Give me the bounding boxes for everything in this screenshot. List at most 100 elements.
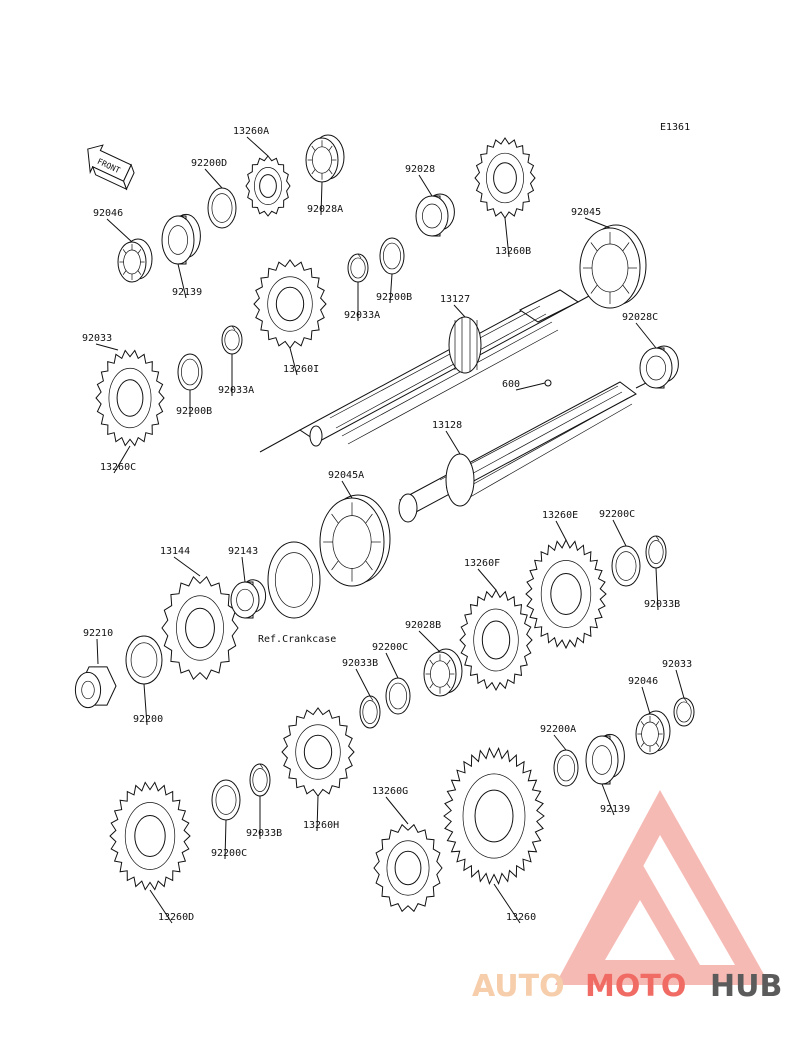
leader-line xyxy=(341,480,353,499)
leader-line xyxy=(493,883,521,924)
part-label-92045: 92045 xyxy=(571,207,601,218)
part-label-92033: 92033 xyxy=(82,333,112,344)
leader-line xyxy=(224,819,227,860)
part-92028c-collar xyxy=(639,345,679,389)
part-label-13260e: 13260E xyxy=(542,510,578,521)
part-13144-gear xyxy=(161,575,239,681)
shaft-13128 xyxy=(398,375,661,523)
part-label-92143: 92143 xyxy=(228,546,258,557)
part-label-92028c: 92028C xyxy=(622,312,658,323)
leader-line xyxy=(553,734,567,751)
part-label-92033b: 92033B xyxy=(342,658,378,669)
part-92033bb-ring xyxy=(359,695,381,729)
leader-line xyxy=(95,343,119,351)
ref-crankcase-note: Ref.Crankcase xyxy=(258,634,336,645)
part-label-92200c: 92200C xyxy=(211,848,247,859)
part-label-13260: 13260 xyxy=(506,912,536,923)
part-label-92200c: 92200C xyxy=(599,509,635,520)
leader-line xyxy=(477,568,497,591)
leader-line xyxy=(418,630,441,653)
part-92033aa-ring xyxy=(347,253,369,283)
part-92028a-bearing xyxy=(305,134,345,183)
part-label-13144: 13144 xyxy=(160,546,190,557)
part-label-92033b: 92033B xyxy=(246,828,282,839)
part-13260d-gear xyxy=(109,781,191,891)
leader-line xyxy=(612,519,627,547)
part-92143b-collar xyxy=(230,579,267,619)
part-label-92210: 92210 xyxy=(83,628,113,639)
part-92033ba-ring xyxy=(645,535,667,569)
leader-line xyxy=(241,556,246,583)
diagram-code: E1361 xyxy=(660,122,690,133)
watermark-brand-hub: HUB xyxy=(710,969,782,1004)
leader-line xyxy=(106,218,133,243)
part-label-92045a: 92045A xyxy=(328,470,364,481)
leader-line xyxy=(418,174,433,197)
leader-line xyxy=(601,783,615,816)
part-13260g-gear xyxy=(373,823,443,913)
part-label-600: 600 xyxy=(502,379,520,390)
part-label-92033b: 92033B xyxy=(644,599,680,610)
part-92200ba-ring xyxy=(379,237,405,275)
leader-line xyxy=(641,686,651,715)
part-92200d-ring xyxy=(207,187,237,229)
part-label-92200b: 92200B xyxy=(176,406,212,417)
leader-line xyxy=(355,668,371,697)
bullet-600-icon xyxy=(544,379,552,387)
part-92046b-bearing xyxy=(635,710,671,755)
part-label-13260f: 13260F xyxy=(464,558,500,569)
watermark-brand-moto: MOTO xyxy=(585,969,686,1004)
part-label-13260c: 13260C xyxy=(100,462,136,473)
part-label-92033a: 92033A xyxy=(218,385,254,396)
part-label-13260b: 13260B xyxy=(495,246,531,257)
part-label-92200a: 92200A xyxy=(540,724,576,735)
leader-line xyxy=(289,347,298,376)
part-label-92139: 92139 xyxy=(600,804,630,815)
front-arrow-icon: FRONT xyxy=(87,144,135,191)
leader-line xyxy=(385,652,399,679)
leader-line xyxy=(113,445,131,474)
leader-line xyxy=(453,304,466,318)
part-label-92046: 92046 xyxy=(628,676,658,687)
part-92045a-bearing xyxy=(319,494,391,587)
gear-group xyxy=(74,134,695,913)
part-label-92200b: 92200B xyxy=(376,292,412,303)
part-label-13260a: 13260A xyxy=(233,126,269,137)
part-13260b-gear xyxy=(474,137,536,219)
part-92033b-ring xyxy=(673,697,695,727)
part-label-92033: 92033 xyxy=(662,659,692,670)
leader-line xyxy=(675,669,685,699)
part-92046a-bearing xyxy=(117,238,153,283)
part-13260a-gear xyxy=(245,155,291,217)
part-label-92139: 92139 xyxy=(172,287,202,298)
leader-line xyxy=(204,168,223,189)
part-label-13260h: 13260H xyxy=(303,820,339,831)
part-92139a-collar xyxy=(161,213,201,265)
leader-line xyxy=(177,263,187,299)
leader-line xyxy=(143,683,148,726)
leader-line xyxy=(96,638,99,665)
part-label-92200c: 92200C xyxy=(372,642,408,653)
leader-line xyxy=(385,796,409,825)
part-label-13128: 13128 xyxy=(432,420,462,431)
part-label-13260d: 13260D xyxy=(158,912,194,923)
watermark-brand-auto: AUTO xyxy=(472,969,565,1004)
part-13260e-gear xyxy=(525,538,607,650)
leader-line xyxy=(584,217,611,229)
automotohub-watermark: AUTO MOTO HUB xyxy=(472,790,782,1004)
part-label-13260g: 13260G xyxy=(372,786,408,797)
leader-line xyxy=(445,430,461,455)
part-92200cc-ring xyxy=(211,779,241,821)
part-92200-ring xyxy=(125,635,163,685)
part-92028-collar xyxy=(415,193,455,237)
part-92200a-ring xyxy=(553,749,579,787)
part-92200cb-ring xyxy=(385,677,411,715)
part-label-92028: 92028 xyxy=(405,164,435,175)
part-13260h-gear xyxy=(281,707,355,797)
leader-line xyxy=(504,217,510,258)
part-92210-nut xyxy=(74,666,117,709)
leader-line xyxy=(515,382,546,391)
leader-line xyxy=(635,322,657,349)
